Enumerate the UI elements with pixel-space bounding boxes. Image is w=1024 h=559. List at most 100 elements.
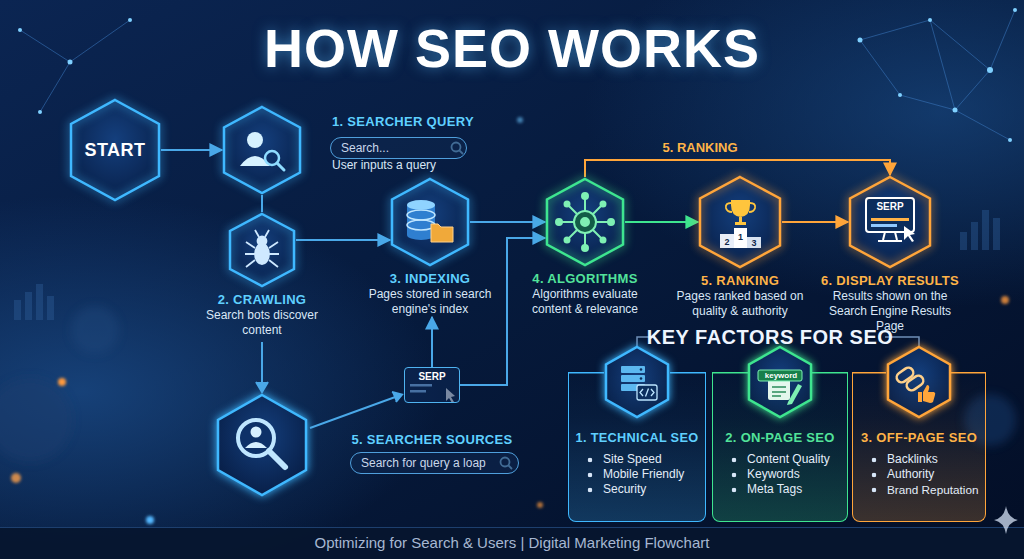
bullet-item: Authority	[869, 467, 979, 482]
step-heading: 2. CRAWLING	[202, 292, 322, 308]
hexagon-outline	[222, 105, 302, 195]
process-hexagon: 5. RANKINGPages ranked based on quality …	[675, 175, 805, 319]
search-text: Search for query a loap	[351, 454, 486, 473]
background	[58, 378, 66, 386]
keyword-tag: keyword	[759, 370, 803, 381]
factor-card: keyword2. ON-PAGE SEOContent QualityKeyw…	[712, 372, 848, 522]
network-dots	[68, 60, 73, 65]
bullet-item: Security	[585, 482, 699, 497]
hexagon-outline	[545, 177, 625, 267]
podium-number: 2	[724, 237, 729, 247]
layout-arrows	[256, 382, 268, 392]
caption-bar	[0, 527, 1024, 559]
bullet-item: Mobile Friendly	[585, 467, 699, 482]
step-heading: 5. RANKING	[675, 273, 805, 289]
faint-bar-chart	[982, 210, 989, 250]
background	[1001, 296, 1009, 304]
sparkle-mark	[994, 506, 1018, 534]
network-dots	[953, 108, 958, 113]
crawler-bug-icon	[255, 244, 269, 264]
network-dots	[987, 67, 993, 73]
hexagon-fills	[698, 175, 782, 269]
algorithm-gear-icon	[565, 238, 570, 243]
magnifier-hexagon	[269, 451, 285, 467]
section-heading: KEY FACTORS FOR SEO	[647, 325, 894, 349]
hexagon-outline	[228, 212, 296, 288]
database-icon	[407, 210, 435, 220]
diagram-caption: Optimizing for Search & Users | Digital …	[0, 533, 1024, 553]
podium-number: 3	[751, 238, 756, 248]
algorithm-gear-icon	[556, 219, 562, 225]
caption-bar	[0, 527, 1024, 528]
hexagon-fills	[222, 105, 302, 195]
serp-window: SERP5. SEARCHER SOURCES	[404, 367, 460, 403]
step-heading: 5. SEARCHER SOURCES	[351, 432, 512, 448]
background	[11, 473, 21, 483]
network-dots	[1008, 138, 1012, 142]
flow-connector	[296, 239, 390, 241]
monitor-icon	[904, 226, 915, 242]
step-description: Pages ranked based on quality & authorit…	[675, 289, 805, 319]
network-dots	[928, 18, 932, 22]
network-dots	[128, 18, 132, 22]
trophy-podium-icon	[720, 200, 761, 248]
step-description: Algorithms evaluate content & relevance	[520, 287, 650, 317]
monitor-icon	[878, 232, 902, 241]
trophy-podium-icon	[720, 234, 734, 248]
background	[517, 117, 523, 123]
trophy-podium-icon	[731, 200, 750, 217]
faint-bar-chart	[960, 232, 967, 250]
crawler-bug-icon	[245, 230, 279, 267]
connector-label: 5. RANKING	[662, 140, 737, 156]
faint-bar-chart	[993, 218, 1000, 250]
hexagon-outline	[848, 175, 932, 269]
trophy-podium-icon	[739, 217, 742, 222]
faint-bar-chart	[14, 300, 21, 320]
factor-card: 1. TECHNICAL SEOSite SpeedMobile Friendl…	[568, 372, 706, 522]
magnifier-hexagon	[251, 427, 262, 438]
algorithm-gear-icon	[574, 211, 596, 233]
hexagon-fills	[228, 212, 296, 288]
process-hexagon: SERP6. DISPLAY RESULTSResults shown on t…	[819, 175, 961, 334]
bullet-item: Brand Reputation	[869, 482, 979, 497]
hexagon-outline	[545, 177, 625, 267]
database-icon	[407, 200, 453, 242]
step-heading: 3. OFF-PAGE SEO	[859, 430, 979, 446]
bullet-item: Content Quality	[729, 452, 841, 467]
icon-label: SERP	[848, 201, 932, 213]
hexagon-outline	[850, 177, 930, 267]
step-heading: 1. TECHNICAL SEO	[575, 430, 699, 446]
layout-arrows	[261, 342, 263, 388]
magnifier-hexagon	[245, 442, 267, 448]
algorithm-gear-icon	[601, 238, 606, 243]
flow-connector	[782, 221, 848, 223]
step-heading: 6. DISPLAY RESULTS	[819, 273, 961, 289]
network-dots	[1013, 8, 1017, 12]
step-heading: 3. INDEXING	[365, 271, 495, 287]
step-heading: 2. ON-PAGE SEO	[719, 430, 841, 446]
step-description: User inputs a query	[332, 158, 436, 173]
algorithm-gear-icon	[582, 193, 588, 199]
database-icon	[407, 200, 435, 210]
algorithm-gear-icon	[581, 218, 589, 226]
algorithm-gear-icon	[556, 193, 614, 251]
faint-bar-chart	[36, 284, 43, 320]
layout-arrows	[310, 396, 398, 428]
caption-bar	[0, 527, 1024, 559]
algorithm-gear-icon	[565, 202, 570, 207]
step-description: Pages stored in search engine's index	[365, 287, 495, 317]
diagram-title: HOW SEO WORKS	[0, 16, 1024, 80]
background	[71, 306, 119, 354]
background	[537, 502, 543, 508]
hexagon-outline	[698, 175, 782, 269]
flow-connector	[585, 160, 890, 177]
flow-connector	[161, 149, 222, 151]
hexagon-outline	[700, 177, 780, 267]
crawler-bug-icon	[258, 237, 267, 246]
database-icon	[431, 224, 453, 242]
algorithm-gear-icon	[582, 245, 588, 251]
